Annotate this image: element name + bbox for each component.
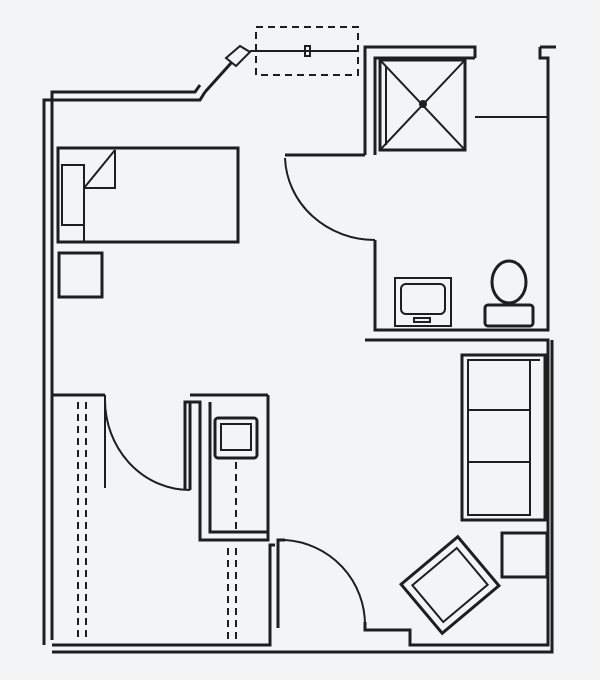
side-table [500,531,549,579]
toilet [483,259,535,328]
armchair [398,534,502,636]
shower [378,58,467,152]
kitchen-sink [213,416,259,460]
bed [56,146,240,244]
closet [52,393,191,640]
kitchenette [183,393,270,640]
entry-door [284,539,367,626]
bathroom-door [284,157,376,241]
nightstand [57,251,104,299]
bathroom-sink [394,277,452,327]
sofa [460,353,547,522]
exterior-walls [42,26,556,654]
